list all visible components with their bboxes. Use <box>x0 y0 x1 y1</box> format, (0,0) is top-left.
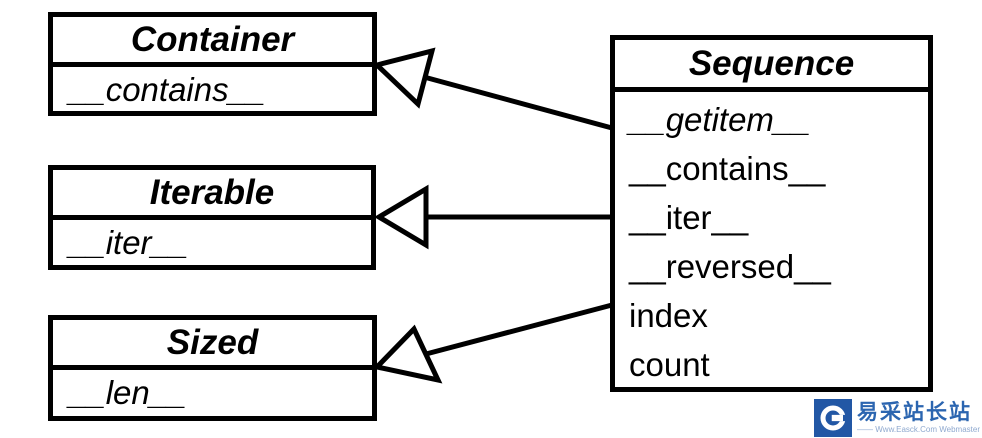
class-members-sequence: __getitem__ __contains__ __iter__ __reve… <box>615 92 928 389</box>
class-box-container: Container __contains__ <box>48 12 377 116</box>
watermark-text: 易采站长站 —— Www.Easck.Com Webmaster <box>857 402 980 434</box>
class-box-sized: Sized __len__ <box>48 315 377 421</box>
class-box-iterable: Iterable __iter__ <box>48 165 376 270</box>
watermark-easck: 易采站长站 —— Www.Easck.Com Webmaster <box>814 399 980 437</box>
class-members-sized: __len__ <box>53 370 372 415</box>
member-contains: __contains__ <box>69 71 266 108</box>
watermark-site-name: 易采站长站 <box>857 401 973 424</box>
class-title-sized: Sized <box>53 320 372 370</box>
member-len: __len__ <box>69 374 187 411</box>
inheritance-arrow-sequence-to-iterable <box>374 184 612 250</box>
member-index: index <box>629 297 708 334</box>
class-title-iterable: Iterable <box>53 170 371 220</box>
member-getitem: __getitem__ <box>629 101 811 138</box>
member-iter: __iter__ <box>629 199 749 236</box>
class-title-sequence: Sequence <box>615 40 928 92</box>
member-contains: __contains__ <box>629 150 826 187</box>
easck-logo-icon <box>814 399 853 437</box>
inheritance-arrow-sequence-to-sized <box>372 302 613 384</box>
watermark-tagline: —— Www.Easck.Com Webmaster <box>857 425 980 434</box>
member-iter: __iter__ <box>69 224 189 261</box>
member-count: count <box>629 346 710 383</box>
class-box-sequence: Sequence __getitem__ __contains__ __iter… <box>610 35 933 392</box>
member-reversed: __reversed__ <box>629 248 831 285</box>
class-title-container: Container <box>53 17 372 67</box>
class-members-iterable: __iter__ <box>53 220 371 265</box>
inheritance-arrow-sequence-to-container <box>371 47 613 131</box>
class-members-container: __contains__ <box>53 67 372 112</box>
